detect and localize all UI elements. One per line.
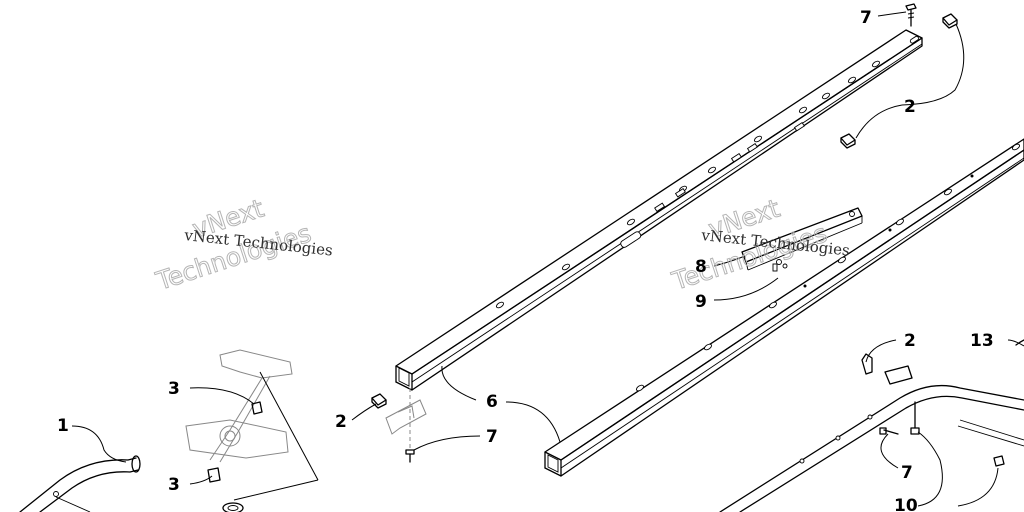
clip-left [371,393,387,409]
callout-7-left: 7 [486,427,498,447]
callout-2-left: 2 [335,412,347,432]
callout-10: 10 [894,496,918,512]
ghost-bracket [385,399,427,435]
callout-6: 6 [486,392,498,412]
callout-7-top: 7 [860,8,872,28]
clip-mid [840,133,856,149]
callout-7-right: 7 [901,463,913,483]
callout-2-right: 2 [904,331,916,351]
watermark-left: vNext Technologies vNext Technologies [151,193,333,297]
bolt-vertical-frame [910,401,920,435]
watermark-right: vNext Technologies vNext Technologies [667,193,850,297]
leader-lines [71,11,1024,507]
bolt-left [405,388,415,463]
left-bracket-assembly [185,349,319,512]
lower-right-frame [719,365,1024,512]
frame-13-partial [1015,339,1024,346]
lower-frame-rail [544,138,1024,477]
callout-1: 1 [57,416,69,436]
callout-8: 8 [695,257,707,277]
clip-top [942,13,958,29]
callout-13: 13 [970,331,994,351]
callout-3-upper: 3 [168,379,180,399]
clip-lower-frame [861,353,873,375]
upper-frame-rail [395,29,923,391]
bolt-right-frame [879,427,899,435]
bolt-top [905,3,917,27]
callouts: 7 2 8 9 2 13 1 3 2 6 7 3 7 10 [57,8,994,512]
callout-9: 9 [695,292,707,312]
callout-2-top: 2 [904,97,916,117]
tube-part-1 [19,455,141,512]
callout-3-lower: 3 [168,475,180,495]
bracket-plate [741,207,863,272]
